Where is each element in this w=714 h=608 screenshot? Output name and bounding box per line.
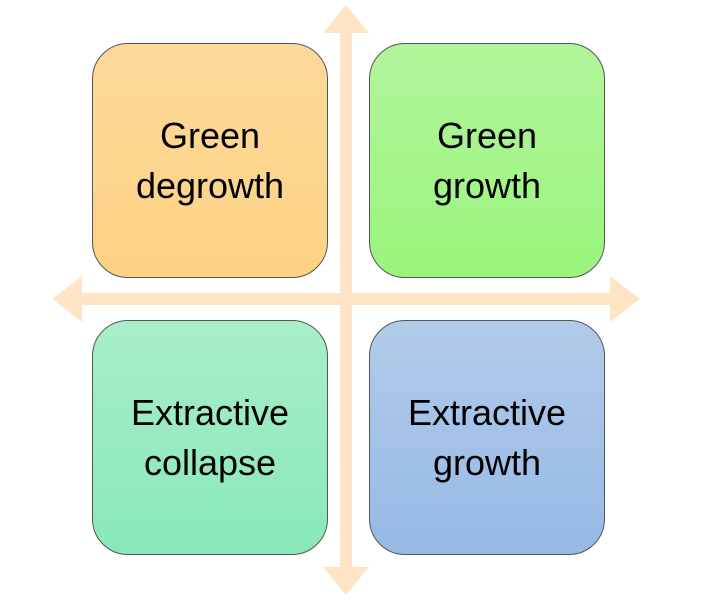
- quadrant-extractive-growth: Extractive growth: [369, 320, 605, 555]
- quadrant-green-growth: Green growth: [369, 43, 605, 278]
- label-line: Extractive: [130, 391, 290, 433]
- quadrant-label: Extractive collapse: [131, 388, 289, 488]
- label-line: collapse: [143, 441, 277, 483]
- label-line: growth: [432, 164, 542, 206]
- label-line: degrowth: [135, 164, 285, 206]
- label-line: Green: [159, 114, 261, 156]
- quadrant-label: Green degrowth: [136, 111, 284, 211]
- quadrant-green-degrowth: Green degrowth: [92, 43, 328, 278]
- label-line: Extractive: [407, 391, 567, 433]
- horizontal-axis-arrow: [52, 276, 640, 322]
- quadrant-label: Green growth: [433, 111, 541, 211]
- quadrant-extractive-collapse: Extractive collapse: [92, 320, 328, 555]
- label-line: growth: [432, 441, 542, 483]
- label-line: Green: [436, 114, 538, 156]
- quadrant-label: Extractive growth: [408, 388, 566, 488]
